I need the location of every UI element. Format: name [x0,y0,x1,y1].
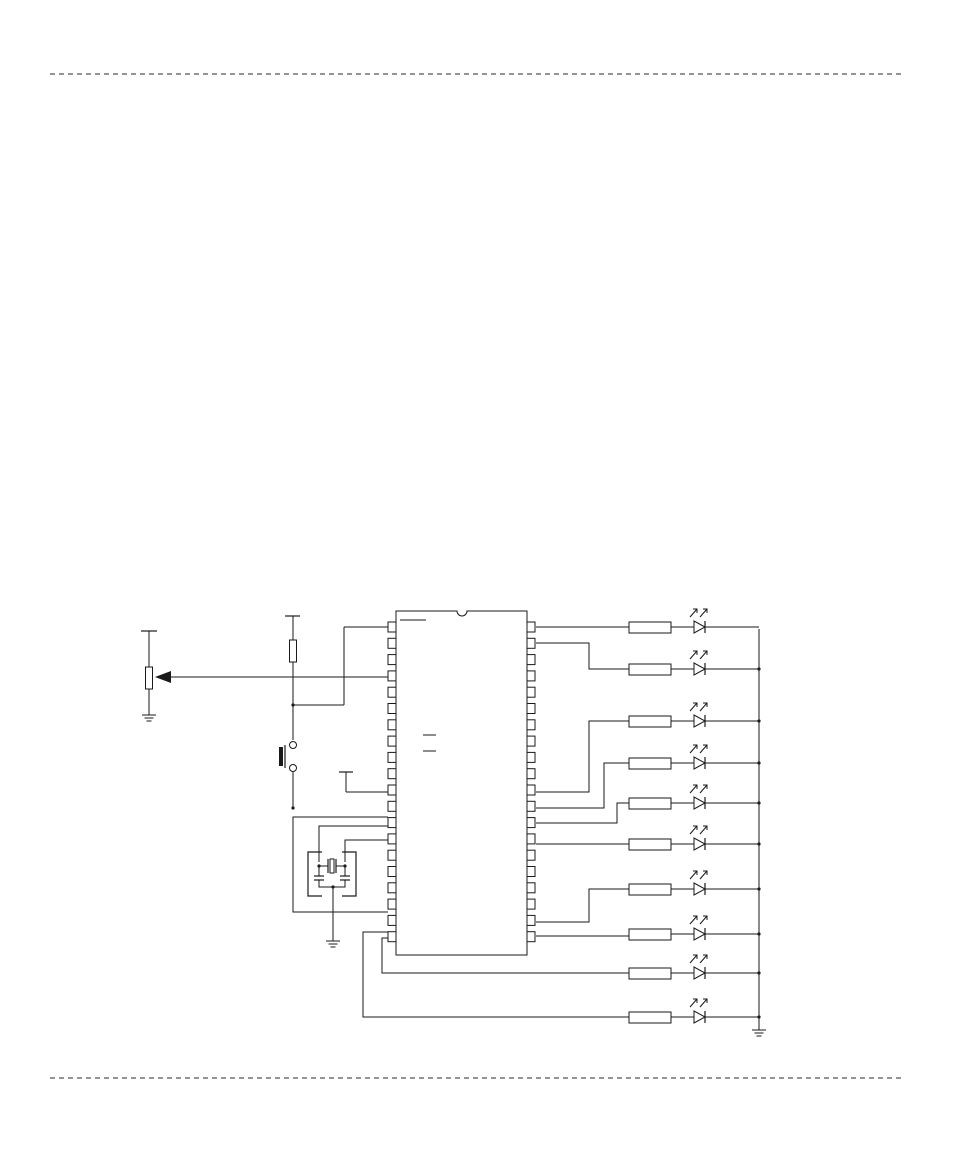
led [690,703,707,727]
pin-right [527,687,535,697]
pin-left [388,622,396,632]
pin-left [388,850,396,860]
led-row [629,785,761,809]
resistor [629,622,671,633]
wiper-arrow [155,671,171,683]
pin-left [388,752,396,762]
pin-left [388,638,396,648]
ground-symbol-pot [142,715,156,721]
pin-left [388,655,396,665]
pin-right [527,883,535,893]
resistor [629,884,671,895]
pin-right [527,818,535,828]
resistor [629,758,671,769]
pushbutton [279,742,297,772]
pin-left [388,687,396,697]
led-row [629,745,761,769]
pin-left [388,785,396,795]
pin-right [527,899,535,909]
pin-left [388,801,396,811]
led [690,651,707,675]
led-ground-bus [752,629,766,1036]
pin-right [527,752,535,762]
resistor [629,798,671,809]
resistor [629,1012,671,1023]
pin-left [388,915,396,925]
led [690,999,707,1023]
led [690,871,707,895]
led [690,955,707,979]
pin-right [527,785,535,795]
pin-left [388,834,396,844]
pin-left [388,883,396,893]
ground-symbol-crystal [326,941,340,947]
supply-stub [339,772,388,792]
led [690,826,707,850]
pin-right [527,704,535,714]
resistor [629,664,671,675]
pin-right [527,638,535,648]
led-row [629,871,761,895]
led [690,609,707,633]
pullup-resistor [290,640,297,662]
pins-right [527,622,535,942]
led-row [629,826,761,850]
pin-left [388,769,396,779]
pin-right [527,915,535,925]
output-wiring [536,627,629,936]
resistor [629,929,671,940]
pins-left [388,622,396,942]
resistor [629,716,671,727]
pin-right [527,801,535,811]
pin-left [388,899,396,909]
pin-right [527,834,535,844]
led-array [629,609,761,1023]
potentiometer [141,631,388,721]
resistor [629,839,671,850]
led-row [629,955,761,979]
pin-right [527,932,535,942]
pin-left [388,736,396,746]
pin-left [388,704,396,714]
resistor [629,968,671,979]
led [690,916,707,940]
pin-right [527,850,535,860]
led-row [629,703,761,727]
pin-left [388,932,396,942]
pin-right [527,622,535,632]
led [690,745,707,769]
led-row [629,651,761,675]
crystal-oscillator [293,817,388,947]
pin-left [388,867,396,877]
pin-left [388,818,396,828]
pin-right [527,655,535,665]
pin-right [527,720,535,730]
led-row [629,916,761,940]
pin-right [527,769,535,779]
pin-left [388,720,396,730]
microcontroller [388,611,535,955]
led [690,785,707,809]
pin-right [527,671,535,681]
led-row [629,609,759,633]
pin-right [527,867,535,877]
pin-right [527,736,535,746]
pin-left [388,671,396,681]
reset-circuit [279,616,388,810]
led-row [629,999,761,1023]
